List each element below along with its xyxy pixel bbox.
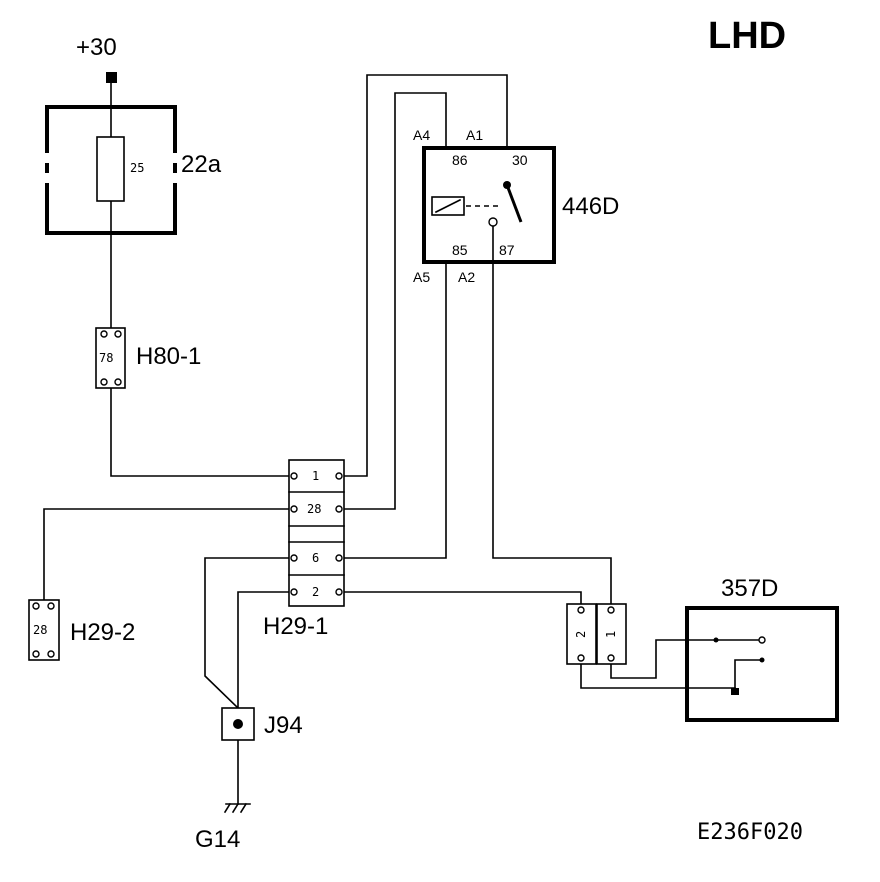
relay-terminal-87: 87 [499,242,515,258]
component-357d: 357D [685,575,839,722]
h29-1-pin-28: 28 [307,502,321,516]
357d-pin-1: 1 [604,631,618,638]
relay-switch-icon [488,181,523,227]
connector-h29-1: 1 28 6 2 H29-1 [263,459,345,640]
supply-terminal [106,72,117,83]
relay-pin-a2: A2 [458,269,475,285]
h29-1-pin-1: 1 [312,469,319,483]
splice-dot-icon [233,719,243,729]
ground-icon [223,802,251,814]
h29-1-pin-2: 2 [312,585,319,599]
relay-446d: A4 A1 A5 A2 86 30 85 87 446D [413,127,619,285]
h80-label: H80-1 [136,343,201,370]
relay-housing [422,146,556,264]
relay-label: 446D [562,193,619,220]
drawing-code: E236F020 [697,820,803,845]
relay-terminal-30: 30 [512,152,528,168]
component-357d-label: 357D [721,575,778,602]
h80-pin-label: 78 [99,351,113,365]
h29-2-pin-label: 28 [33,623,47,637]
relay-coil-icon [431,196,465,216]
switch-icon [713,636,766,695]
relay-pin-a4: A4 [413,127,430,143]
relay-pin-a1: A1 [466,127,483,143]
h29-2-label: H29-2 [70,619,135,646]
relay-terminal-86: 86 [452,152,468,168]
wires [43,74,761,805]
component-357d-housing [685,606,839,722]
title-lhd: LHD [708,15,786,57]
supply-label: +30 [76,34,117,61]
relay-terminal-85: 85 [452,242,468,258]
fuse-housing [45,105,177,235]
h29-1-pin-6: 6 [312,551,319,565]
fuse-rating: 25 [130,161,144,175]
h29-1-label: H29-1 [263,613,328,640]
ground-label: G14 [195,826,240,853]
splice-label: J94 [264,712,303,739]
connector-h29-2: 28 H29-2 [28,599,135,661]
357d-pin-2: 2 [574,631,588,638]
fuse-block: 25 22a [44,105,222,235]
relay-pin-a5: A5 [413,269,430,285]
splice-j94: J94 [221,707,303,741]
fuse-element [96,136,125,202]
connector-357d: 2 1 [566,603,627,665]
connector-h80: 78 H80-1 [95,327,201,389]
fuse-label: 22a [181,151,222,178]
